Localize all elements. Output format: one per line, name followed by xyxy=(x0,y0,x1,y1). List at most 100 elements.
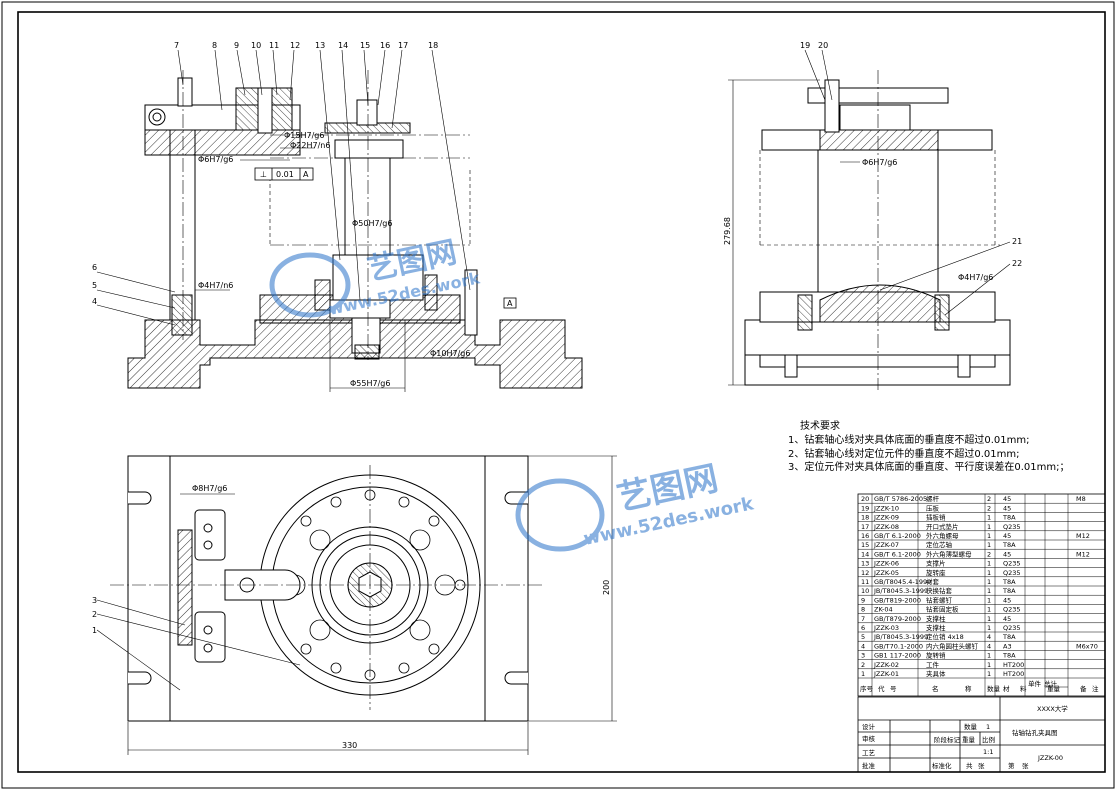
bom-cell: 45 xyxy=(1003,532,1011,540)
bom-cell: 4 xyxy=(987,642,991,650)
bom-cell: GB/T 6.1-2000 xyxy=(874,532,921,540)
datum-a: A xyxy=(507,299,513,308)
balloon-12: 12 xyxy=(290,41,300,50)
front-view xyxy=(96,49,583,392)
bom-cell: 内六角圆柱头螺钉 xyxy=(926,641,979,650)
bom-cell: GB/T819-2000 xyxy=(874,596,921,604)
bom-cell: 16 xyxy=(861,532,869,540)
bom-cell: Q235 xyxy=(1003,606,1021,614)
bom-cell: ZK-04 xyxy=(874,606,893,614)
balloon-14: 14 xyxy=(338,41,348,50)
scale-label: 比例 xyxy=(982,735,995,744)
balloon-7: 7 xyxy=(174,41,179,50)
process-label: 工艺 xyxy=(862,749,876,757)
bom-cell: M12 xyxy=(1076,532,1090,540)
bom-cell: 定位芯轴 xyxy=(926,540,953,549)
bom-cell: M12 xyxy=(1076,550,1090,558)
bom-cell: JZZK-06 xyxy=(873,560,899,568)
top-labels: 3 2 1 Φ8H7/g6 330 200 xyxy=(92,484,611,750)
tol-value: 0.01 xyxy=(276,170,294,179)
bom-header-cell: 注 xyxy=(1092,684,1099,693)
bom-cell: 11 xyxy=(861,578,869,586)
bom-cell: 6 xyxy=(861,624,865,632)
front-balloons: 7 8 9 10 11 12 13 14 15 16 17 18 6 5 4 Φ… xyxy=(92,41,513,388)
bom-cell: 17 xyxy=(861,523,869,531)
tol-symbol: ⊥ xyxy=(260,170,267,179)
bom-cell: 夹具体 xyxy=(926,669,946,678)
top-width-dim: 330 xyxy=(342,741,357,750)
top-height-dim: 200 xyxy=(602,580,611,595)
fit-10h7: Φ10H7/g6 xyxy=(430,349,470,358)
inner-border xyxy=(17,11,1106,773)
bom-cell: GB/T 5786-2005 xyxy=(874,495,927,503)
bom-cell: 2 xyxy=(861,661,865,669)
side-height-dim: 279.68 xyxy=(723,217,732,245)
bom-cell: T8A xyxy=(1002,652,1016,660)
approve-label: 批准 xyxy=(862,761,876,770)
bom-cell: JZZK-10 xyxy=(873,504,899,512)
bom-cell: 1 xyxy=(987,670,991,678)
bom-cell: 1 xyxy=(987,569,991,577)
bom-cell: GB1 117-2000 xyxy=(874,652,921,660)
bom-cell: 1 xyxy=(987,578,991,586)
school-name: XXXX大学 xyxy=(1037,704,1068,713)
std-label: 标准化 xyxy=(932,761,952,770)
bom-cell: JZZK-08 xyxy=(873,523,899,531)
bom-cell: T8A xyxy=(1002,541,1016,549)
bom-cell: GB/T8045.4-1999 xyxy=(874,578,931,586)
bom-cell: 2 xyxy=(987,495,991,503)
quantity-label: 数量 xyxy=(964,722,978,731)
bom-cell: 螺杆 xyxy=(926,494,940,503)
balloon-1: 1 xyxy=(92,626,97,635)
bom-header-cell: 备 xyxy=(1080,684,1087,693)
bom-cell: 8 xyxy=(861,606,865,614)
bom-cell: JZZK-03 xyxy=(873,624,899,632)
bom-cell: 快换钻套 xyxy=(926,586,953,595)
bom-cell: 外六角螺母 xyxy=(926,531,959,540)
bom-cell: 1 xyxy=(987,661,991,669)
bom-cell: 支撑片 xyxy=(926,559,946,568)
drawing-number: JZZK-00 xyxy=(1037,754,1063,762)
balloon-16: 16 xyxy=(380,41,390,50)
bom-cell: 3 xyxy=(861,652,865,660)
bom-cell: JB/T8045.3-1999 xyxy=(873,633,928,641)
balloon-18: 18 xyxy=(428,41,438,50)
bom-cell: 旋转座 xyxy=(926,568,946,577)
fit-22h7: Φ22H7/n6 xyxy=(290,141,330,150)
bom-cell: 1 xyxy=(987,596,991,604)
bom-header-cell: 单件 xyxy=(1028,679,1042,688)
fit-15h7: Φ15H7/g6 xyxy=(284,131,324,140)
scale-value: 1:1 xyxy=(983,748,993,756)
bom-cell: 2 xyxy=(987,550,991,558)
bom-cell: JZZK-01 xyxy=(873,670,899,678)
bom-cell: 18 xyxy=(861,514,869,522)
bom-cell: 45 xyxy=(1003,504,1011,512)
technical-requirements: 技术要求 1、钻套轴心线对夹具体底面的垂直度不超过0.01mm; 2、钻套轴心线… xyxy=(788,419,1069,473)
balloon-10: 10 xyxy=(251,41,261,50)
balloon-3: 3 xyxy=(92,596,97,605)
bom-cell: 工件 xyxy=(926,660,940,669)
top-view xyxy=(96,455,617,755)
bom-cell: 45 xyxy=(1003,550,1011,558)
check-label: 审核 xyxy=(862,734,876,743)
fit-4h7: Φ4H7/n6 xyxy=(198,281,233,290)
balloon-22: 22 xyxy=(1012,259,1022,268)
bom-cell: 1 xyxy=(987,532,991,540)
bom-cell: A3 xyxy=(1003,642,1012,650)
bom-cell: 开口式垫片 xyxy=(926,522,959,531)
balloon-11: 11 xyxy=(269,41,279,50)
bom-header-cell: 名 xyxy=(932,684,939,693)
sheets-no-unit: 张 xyxy=(1022,761,1029,770)
balloon-19: 19 xyxy=(800,41,810,50)
bom-cell: GB/T879-2000 xyxy=(874,615,921,623)
bom-cell: GB/T70.1-2000 xyxy=(874,642,923,650)
bom-header-cell: 称 xyxy=(965,684,972,693)
bom-cell: M8 xyxy=(1076,495,1086,503)
side-fit-4h7: Φ4H7/g6 xyxy=(958,273,993,282)
bom-cell: 1 xyxy=(987,624,991,632)
bom-cell: M6x70 xyxy=(1076,642,1098,650)
bom-cell: 12 xyxy=(861,569,869,577)
fit-6h7: Φ6H7/g6 xyxy=(198,155,233,164)
